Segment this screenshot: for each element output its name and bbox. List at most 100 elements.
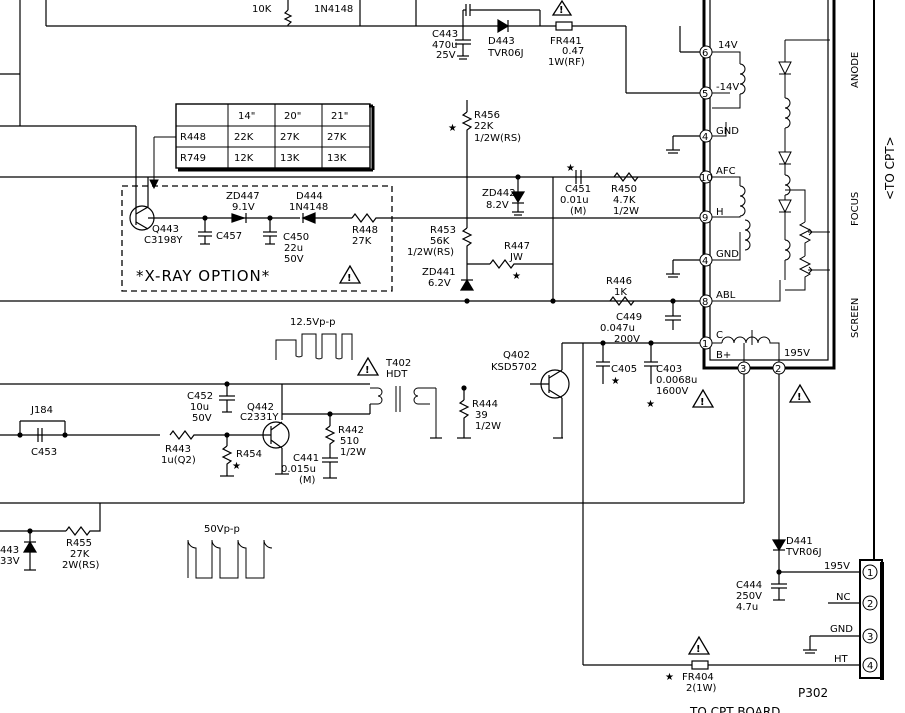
connector-pin-num: 1 [867,568,873,579]
connector-pin-name: HT [834,654,849,665]
r447-ref: R447 [504,241,530,252]
fr404-value: 2(1W) [686,683,717,694]
top-resistor-value: 10K [252,4,272,15]
t402-hdt [370,386,437,438]
connector-pin-numbers: 1 2 3 4 [867,568,873,672]
r447-value: JW [509,252,523,263]
c449-value: 0.047u [600,323,635,334]
fr441-rating: 1W(RF) [548,57,585,68]
top-diode-value: 1N4148 [314,4,353,15]
r442-value: 510 [340,436,359,447]
svg-text:!: ! [696,644,701,655]
q442-ref: Q442 [247,402,274,413]
table-pointer [149,136,176,190]
r446-ref: R446 [606,276,632,287]
c403-rating: 1600V [656,386,688,397]
j184-ref: J184 [30,405,53,416]
r455-value: 27K [70,549,90,560]
fbt-pin-num: 5 [702,89,708,100]
fbt-pin-num: 6 [702,48,708,59]
star-mark: ★ [665,672,674,683]
c457-ref: C457 [216,231,242,242]
q443-value: C3198Y [144,235,183,246]
connector-pin-name: GND [830,624,853,635]
q442-value: C2331Y [240,412,279,423]
r455-ref: R455 [66,538,92,549]
c444-ref: C444 [736,580,762,591]
r448-value: 27K [352,236,372,247]
table-cell: 27K [280,132,300,143]
r453-rating: 1/2W(RS) [407,247,454,258]
warning-icon: ! [687,635,711,655]
fbt-side-labels: ANODE FOCUS SCREEN <TO CPT> [850,52,897,338]
svg-text:!: ! [559,5,564,16]
diode-ref: 443 [0,545,19,556]
warning-icon: ! [356,356,380,376]
fbt-pin-numbers: 6 5 4 10 9 4 8 1 3 2 [700,48,781,375]
d441-section [691,374,864,670]
fbt-pin-num: 3 [740,364,746,375]
fbt-pin-name: H [716,207,724,218]
r453-ref: R453 [430,225,456,236]
waveform-12-5vpp [275,333,353,360]
c452-ref: C452 [187,391,213,402]
r442-ref: R442 [338,425,364,436]
r444-rating: 1/2W [475,421,501,432]
anode-label: ANODE [850,52,861,88]
c405-ref: C405 [611,364,637,375]
fbt-pin-name: GND [716,249,739,260]
c443-ref: C443 [432,29,458,40]
fbt-pin-name: GND [716,126,739,137]
warning-icon: ! [788,383,812,403]
table-cell: 13K [327,153,347,164]
d443-ref: D443 [488,36,515,47]
c451-rating: (M) [570,206,587,217]
warning-icon: ! [551,0,573,16]
d441-value: TVR06J [785,547,822,558]
fbt-pin-num: 2 [775,364,781,375]
c452-rating: 50V [192,413,212,424]
waveform-label: 12.5Vp-p [290,317,335,328]
warning-icon: ! [338,264,362,284]
waveform-50vpp [187,539,273,579]
zd442-value: 8.2V [486,200,509,211]
r456-rating: 1/2W(RS) [474,133,521,144]
r456-value: 22K [474,121,494,132]
connector-pin-name: NC [836,592,850,603]
table-header: 20" [284,111,301,122]
fbt-pin-num: 9 [702,213,708,224]
connector-footer: TO CPT BOARD [689,705,780,713]
star-mark: ★ [512,271,521,282]
star-mark: ★ [611,376,620,387]
c441-rating: (M) [299,475,316,486]
fr441-ref: FR441 [550,36,582,47]
fbt-pin-name: B+ [716,350,731,361]
r448-ref: R448 [352,225,378,236]
r443-value: 1u(Q2) [161,455,196,466]
c450-ref: C450 [283,232,309,243]
diode-value: 33V [0,556,20,567]
c403-ref: C403 [656,364,682,375]
xray-option-box [121,185,393,292]
d444-ref: D444 [296,191,323,202]
q443-ref: Q443 [152,224,179,235]
c403-value: 0.0068u [656,375,697,386]
d443-value: TVR06J [487,48,524,59]
c444-value: 250V [736,591,762,602]
focus-label: FOCUS [850,192,861,226]
r456-ref: R456 [474,110,500,121]
c449-rating: 200V [614,334,640,345]
d441-ref: D441 [786,536,813,547]
d444-value: 1N4148 [289,202,328,213]
c444-rating: 4.7u [736,602,758,613]
svg-text:!: ! [797,392,802,403]
table-header: 21" [331,111,348,122]
connector-pin-num: 3 [867,632,873,643]
connector-pin-names: 195V NC GND HT [824,561,853,665]
c443-value: 470u [432,40,457,51]
r442-rating: 1/2W [340,447,366,458]
zd442-ref: ZD442 [482,188,516,199]
top-wiring [0,0,700,205]
fbt-pins [699,45,786,375]
